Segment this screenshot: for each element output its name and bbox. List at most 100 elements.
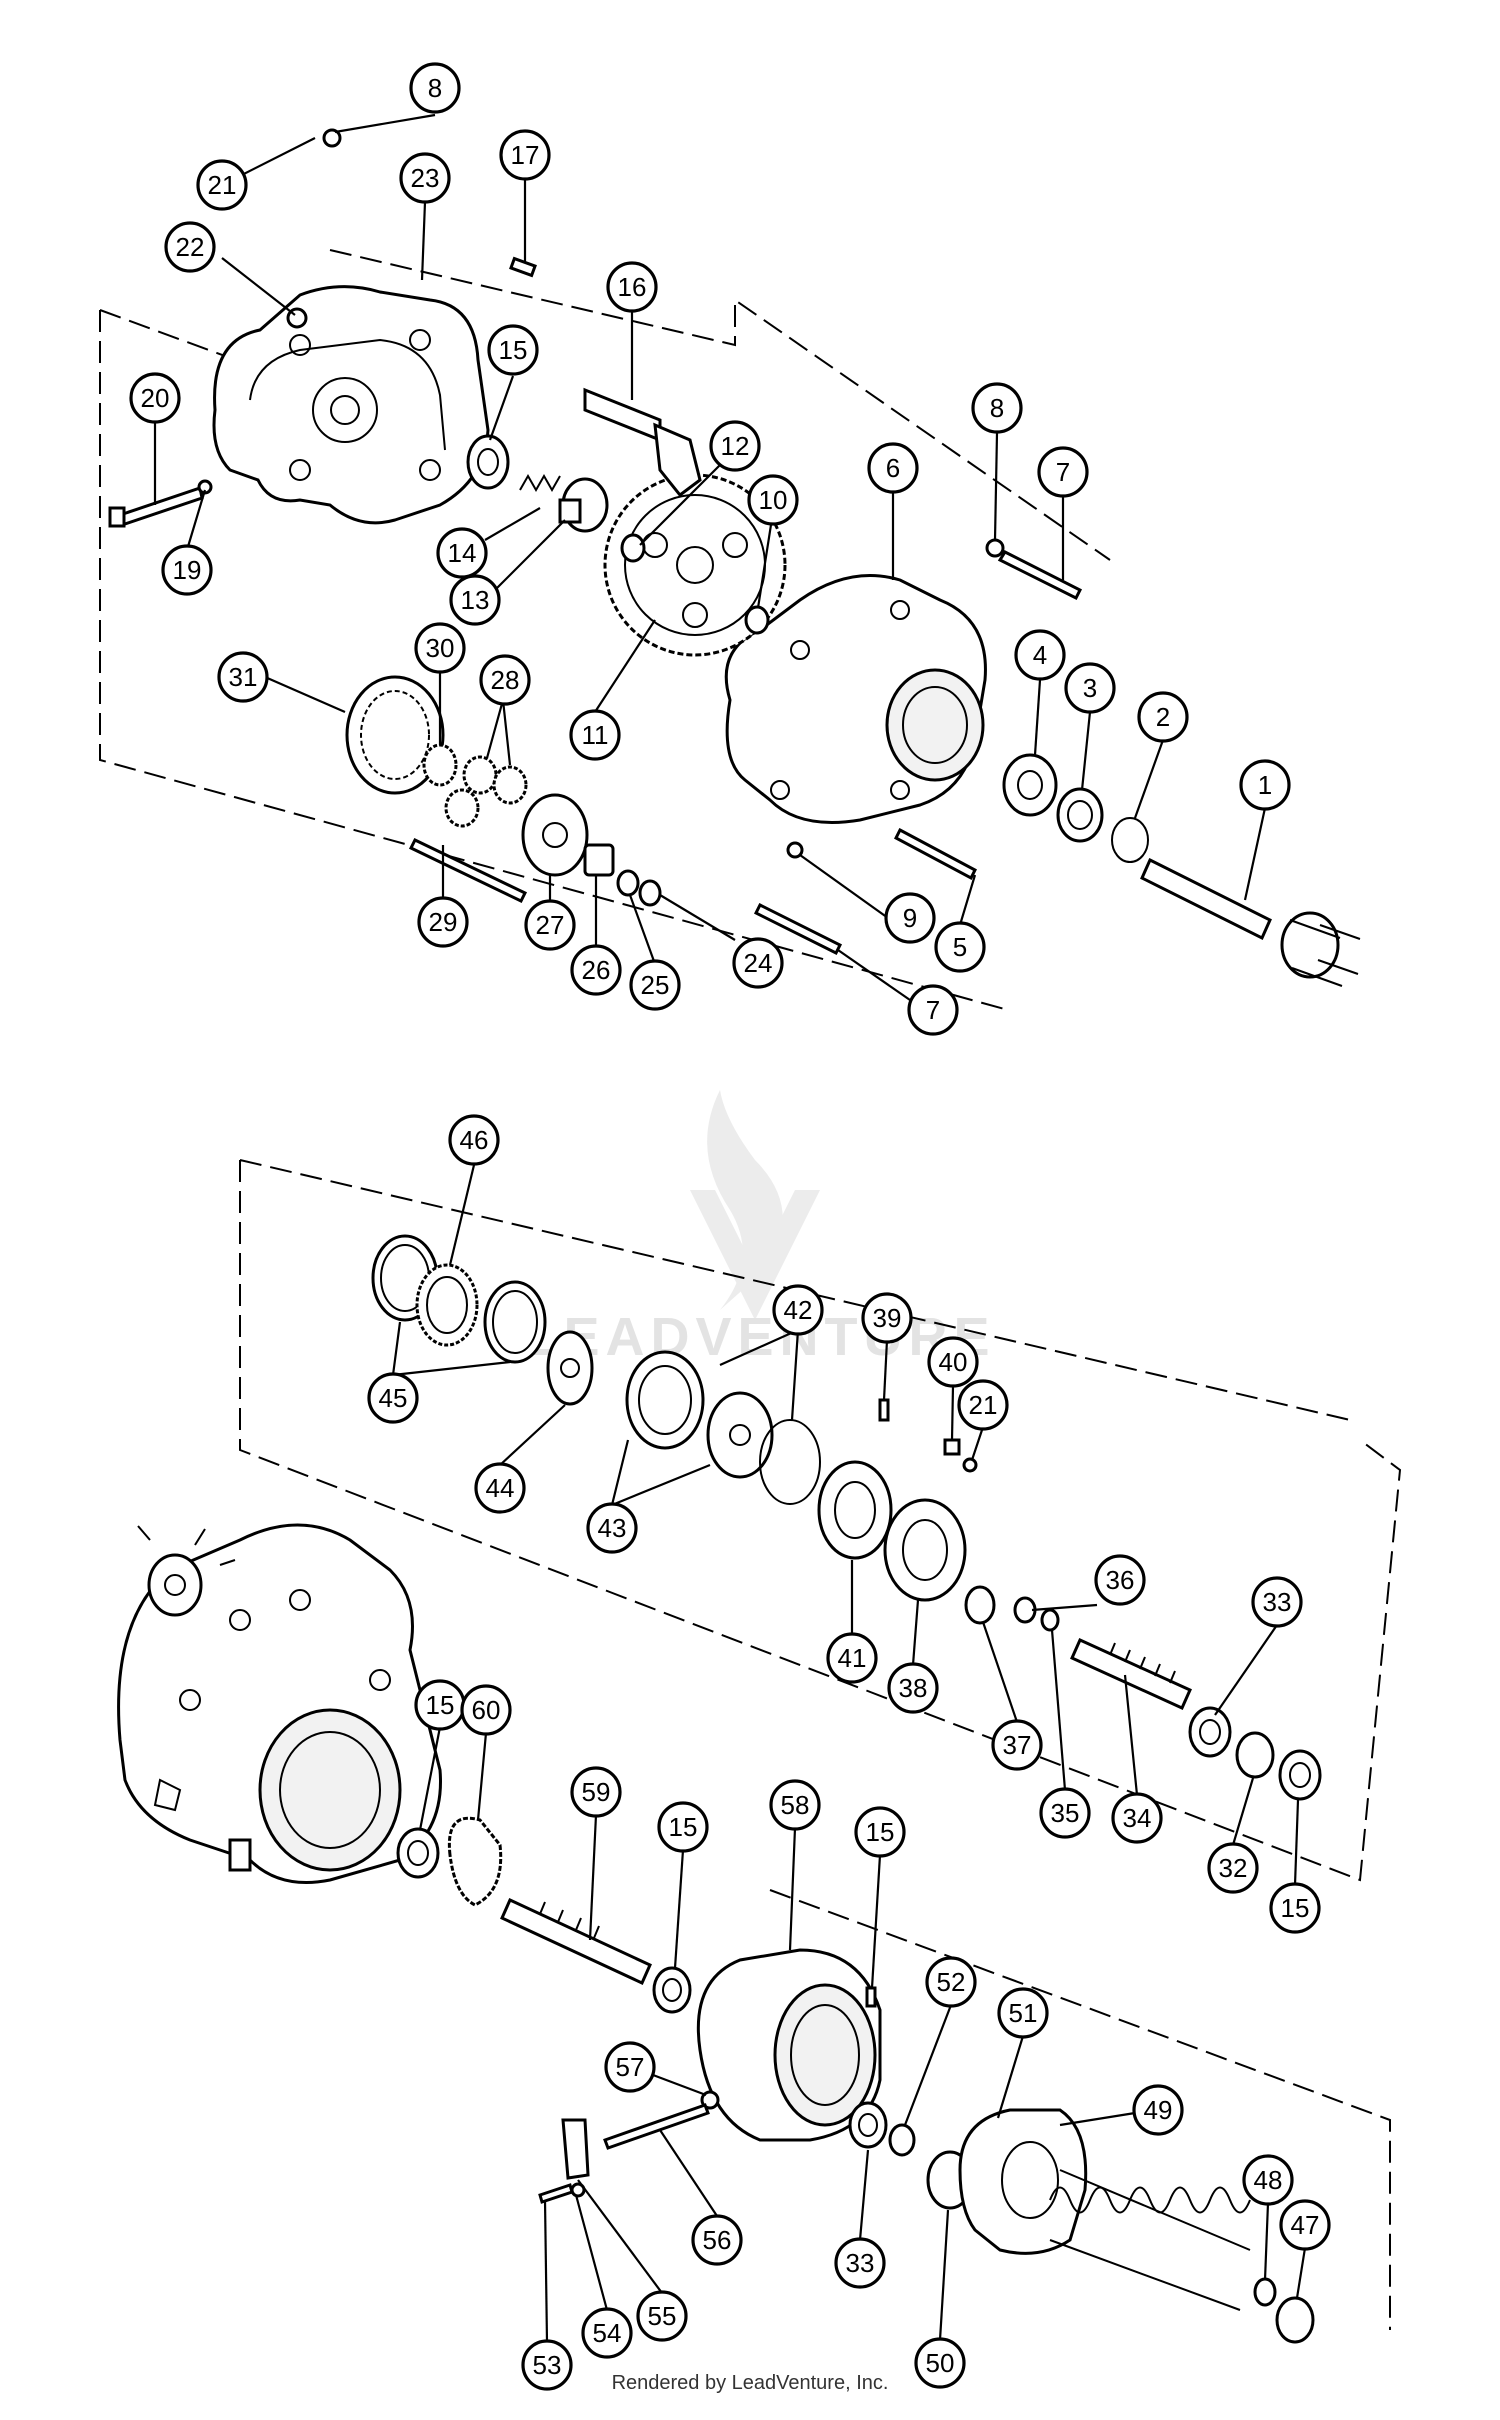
part-18-pin (509, 256, 537, 278)
callout-30: 30 (414, 622, 466, 674)
part-32-spacer (1235, 1731, 1275, 1779)
part-spring (1049, 2169, 1251, 2311)
part-21-nut-mid (962, 1457, 978, 1473)
part-56-shaft (603, 2103, 710, 2150)
part-55-lever (561, 2118, 590, 2180)
part-58-housing (696, 1948, 882, 2142)
part-assembled-transmission (117, 1523, 442, 1884)
part-17-pin (865, 1986, 877, 2008)
callout-21: 21 (196, 159, 248, 211)
part-3-seal (1056, 787, 1104, 843)
svg-text:17: 17 (511, 140, 540, 170)
part-15-bearing-bottom (396, 1827, 440, 1879)
part-24-washer (638, 879, 662, 907)
svg-text:53: 53 (533, 2350, 562, 2380)
svg-text:20: 20 (141, 383, 170, 413)
svg-text:14: 14 (448, 538, 477, 568)
callout-42: 42 (772, 1284, 824, 1336)
svg-text:36: 36 (1106, 1565, 1135, 1595)
svg-text:7: 7 (1056, 457, 1070, 487)
svg-text:37: 37 (1003, 1730, 1032, 1760)
svg-text:12: 12 (721, 431, 750, 461)
svg-text:58: 58 (781, 1790, 810, 1820)
svg-text:51: 51 (1009, 1998, 1038, 2028)
svg-text:56: 56 (703, 2225, 732, 2255)
svg-text:45: 45 (379, 1383, 408, 1413)
svg-text:35: 35 (1051, 1798, 1080, 1828)
svg-text:23: 23 (411, 163, 440, 193)
svg-text:60: 60 (472, 1695, 501, 1725)
svg-text:39: 39 (873, 1303, 902, 1333)
callout-8: 8 (409, 62, 461, 114)
callout-15-bottom-b: 15 (657, 1801, 709, 1853)
callout-5: 5 (934, 921, 986, 973)
callout-52: 52 (925, 1956, 977, 2008)
svg-text:49: 49 (1144, 2095, 1173, 2125)
callout-46: 46 (448, 1114, 500, 1166)
callout-25: 25 (629, 959, 681, 1011)
part-14-spring (519, 473, 561, 493)
svg-text:24: 24 (744, 948, 773, 978)
svg-text:50: 50 (926, 2348, 955, 2378)
callout-35: 35 (1039, 1787, 1091, 1839)
callout-40: 40 (927, 1336, 979, 1388)
callout-17: 15 (854, 1806, 906, 1858)
part-2-snap-ring (1111, 817, 1149, 863)
callout-13: 13 (449, 574, 501, 626)
svg-text:44: 44 (486, 1473, 515, 1503)
callout-9: 9 (884, 892, 936, 944)
callout-57: 57 (604, 2041, 656, 2093)
callout-55: 55 (636, 2290, 688, 2342)
watermark: LEADVENTURE (524, 1090, 995, 1367)
part-29-bolt (408, 838, 528, 903)
part-30-gear (422, 743, 458, 787)
part-48-washer (1253, 2277, 1277, 2307)
callout-3: 3 (1064, 662, 1116, 714)
svg-text:28: 28 (491, 665, 520, 695)
part-1-axle (1140, 857, 1361, 987)
svg-text:33: 33 (846, 2248, 875, 2278)
part-52-washer (888, 2123, 916, 2157)
callout-14: 14 (436, 527, 488, 579)
part-15-bearing-mid (1278, 1749, 1322, 1801)
svg-text:15: 15 (866, 1817, 895, 1847)
part-15-bearing-top (466, 434, 510, 490)
svg-text:55: 55 (648, 2301, 677, 2331)
callout-37: 37 (991, 1719, 1043, 1771)
callout-22: 22 (164, 221, 216, 273)
part-60-bevel-gear (447, 1816, 503, 1907)
callout-23: 23 (399, 152, 451, 204)
svg-text:31: 31 (229, 662, 258, 692)
svg-text:13: 13 (461, 585, 490, 615)
part-42-ring (759, 1419, 821, 1505)
callout-20: 20 (129, 372, 181, 424)
svg-text:32: 32 (1219, 1853, 1248, 1883)
svg-text:46: 46 (460, 1125, 489, 1155)
callout-7-top: 7 (1037, 446, 1089, 498)
part-12-washer (620, 533, 646, 563)
part-7-bolt-top (997, 550, 1083, 601)
callout-45: 45 (367, 1372, 419, 1424)
callout-59: 59 (570, 1766, 622, 1818)
svg-text:21: 21 (969, 1390, 998, 1420)
part-42-pressure-plate (625, 1350, 705, 1450)
svg-text:19: 19 (173, 555, 202, 585)
callout-21-mid: 21 (957, 1379, 1009, 1431)
svg-text:59: 59 (582, 1777, 611, 1807)
callout-19: 19 (161, 544, 213, 596)
svg-text:15: 15 (669, 1812, 698, 1842)
callout-49: 49 (1132, 2084, 1184, 2136)
callout-43: 43 (586, 1502, 638, 1554)
callout-54: 54 (581, 2307, 633, 2359)
svg-text:21: 21 (208, 170, 237, 200)
watermark-text: LEADVENTURE (524, 1307, 995, 1367)
svg-text:4: 4 (1033, 640, 1047, 670)
part-25-washer (616, 869, 640, 897)
svg-text:11: 11 (582, 720, 609, 750)
part-31-ring-gear (345, 675, 445, 795)
part-10-ring (744, 605, 770, 635)
part-44-hub (546, 1330, 594, 1406)
part-46-thrust-bearing (415, 1263, 479, 1347)
svg-text:5: 5 (953, 932, 967, 962)
